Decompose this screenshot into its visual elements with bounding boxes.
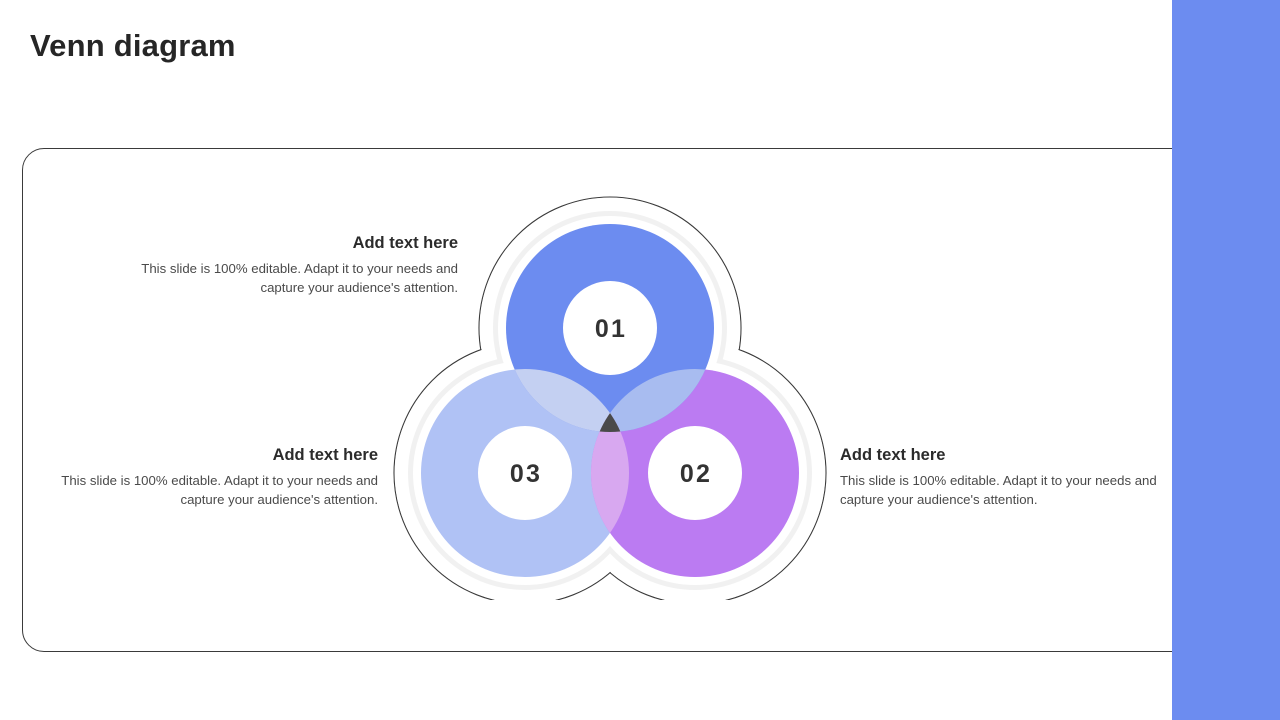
text-block-01-body: This slide is 100% editable. Adapt it to… [141,260,458,295]
text-block-02-body: This slide is 100% editable. Adapt it to… [840,472,1157,507]
venn-label-02[interactable]: 02 [648,426,742,520]
venn-label-01[interactable]: 01 [563,281,657,375]
text-block-03-heading: Add text here [272,446,378,464]
text-block-01-heading: Add text here [352,234,458,252]
venn-number-01: 01 [595,315,627,343]
accent-bar-right [1172,0,1280,720]
text-block-01: Add text here This slide is 100% editabl… [110,234,458,297]
text-block-02-heading: Add text here [840,446,946,464]
text-block-03: Add text here This slide is 100% editabl… [38,446,378,509]
text-block-03-body: This slide is 100% editable. Adapt it to… [61,472,378,507]
venn-diagram: 01 02 03 [390,190,830,600]
venn-label-03[interactable]: 03 [478,426,572,520]
page-title: Venn diagram [30,28,236,63]
venn-number-03: 03 [510,460,542,488]
venn-number-02: 02 [680,460,712,488]
text-block-02: Add text here This slide is 100% editabl… [840,446,1180,509]
